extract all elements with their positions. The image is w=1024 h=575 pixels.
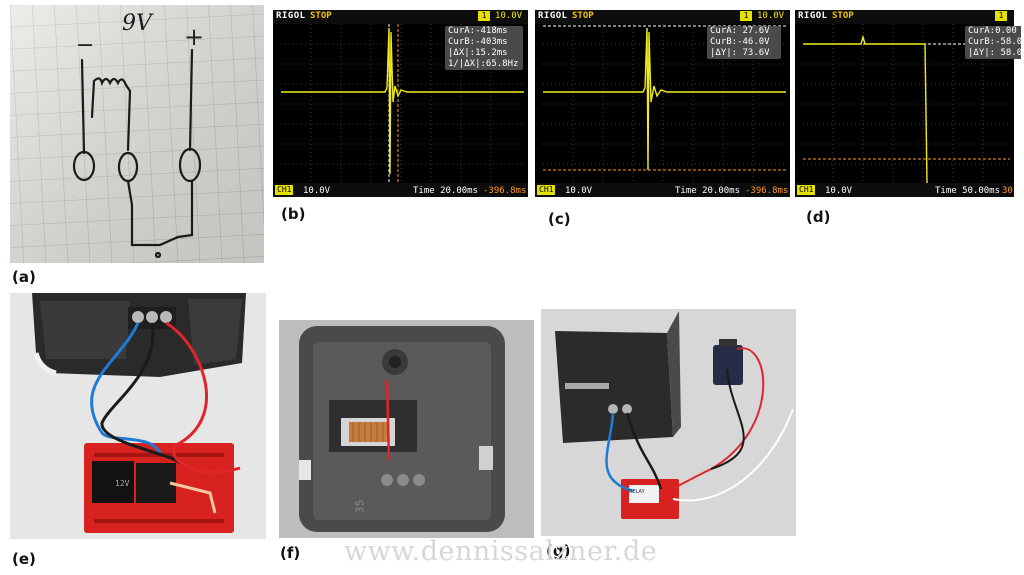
housing-mold-number: 35 [353,499,367,514]
photo-battery-relay-setup: RELAY [541,309,796,536]
channel-badge: CH1 [275,185,294,195]
cursor-readout-3: |ΔX|:15.2ms [448,48,508,58]
panel-label-b: (b) [281,205,306,223]
scope-top-bar [795,10,1014,24]
trigger-channel-icon: 1 [995,11,1007,21]
cursor-readout-panel: CurA:0.00 CurB:-58.0 |ΔY|: 58.0 [965,26,1023,59]
trigger-channel-icon: 1 [478,11,490,21]
cursor-readout-1: CurA: 27.6V [710,26,770,36]
channel-scale: 10.0V [303,186,331,196]
timebase: Time 20.00ms [413,186,479,196]
oscilloscope-screen-d: RIGOL STOP 1 CurA:0.00 CurB:-58.0 |ΔY|: … [795,10,1022,197]
cursor-readout-panel: CurA: 27.6V CurB:-46.0V |ΔY|: 73.6V [707,26,781,59]
sketch-minus-label: − [76,33,95,58]
sketch-plus-label: + [184,23,205,51]
waveform-trace [803,34,928,184]
relay-label: 12V [115,479,130,488]
trigger-level: 10.0V [495,11,523,21]
panel-label-a: (a) [12,268,36,286]
scope-run-state: STOP [832,11,854,21]
channel-badge: CH1 [797,185,816,195]
cursor-readout-3: |ΔY|: 58.0 [968,48,1023,58]
cursor-readout-3: |ΔY|: 73.6V [710,48,770,58]
scope-run-state: STOP [572,11,594,21]
trigger-level: 10.0V [757,11,785,21]
panel-label-f: (f) [280,544,301,562]
oscilloscope-screen-c: RIGOL STOP 1 10.0V CurA: 27.6V CurB:-46.… [535,10,790,197]
waveform-trace [543,27,786,171]
scope-run-state: STOP [310,11,332,21]
oscilloscope-screen-b: RIGOL STOP 1 10.0V CurA:-418ms CurB:-403… [273,10,528,197]
scope-bottom-bar [535,183,790,197]
cursor-readout-2: CurB:-403ms [448,37,508,47]
time-offset: -396.8ms [483,186,527,196]
cursor-readout-2: CurB:-58.0 [968,37,1023,47]
time-offset: 30 [1002,186,1013,196]
schematic-sketch-photo: − 9V + [10,5,264,263]
timebase: Time 50.00ms [935,186,1001,196]
scope-brand: RIGOL [276,11,306,21]
channel-scale: 10.0V [825,186,853,196]
cursor-readout-4: 1/|ΔX|:65.8Hz [448,59,519,69]
trigger-channel-icon: 1 [740,11,752,21]
panel-label-g: (g) [546,542,571,560]
scope-top-bar [273,10,528,24]
sketch-voltage-label: 9V [122,11,152,36]
schematic-sketch-drawing [10,5,264,263]
photo-relay-breadboard: 12V [10,293,266,539]
channel-scale: 10.0V [565,186,593,196]
cursor-readout-2: CurB:-46.0V [710,37,770,47]
scope-bottom-bar [795,183,1014,197]
watermark-text: www.dennissalzner.de [344,536,658,567]
scope-brand: RIGOL [538,11,568,21]
scope-brand: RIGOL [798,11,828,21]
photo-solenoid-housing: 35 [279,320,534,538]
relay-module-label: RELAY [629,489,645,495]
panel-label-e: (e) [12,550,36,568]
time-offset: -396.8ms [745,186,789,196]
scope-top-bar [535,10,790,24]
cursor-readout-panel: CurA:-418ms CurB:-403ms |ΔX|:15.2ms 1/|Δ… [445,26,523,70]
panel-label-c: (c) [548,210,571,228]
scope-bottom-bar [273,183,528,197]
channel-badge: CH1 [537,185,556,195]
cursor-readout-1: CurA:0.00 [968,26,1017,36]
timebase: Time 20.00ms [675,186,741,196]
cursor-readout-1: CurA:-418ms [448,26,508,36]
waveform-trace [281,27,524,175]
panel-label-d: (d) [806,208,831,226]
